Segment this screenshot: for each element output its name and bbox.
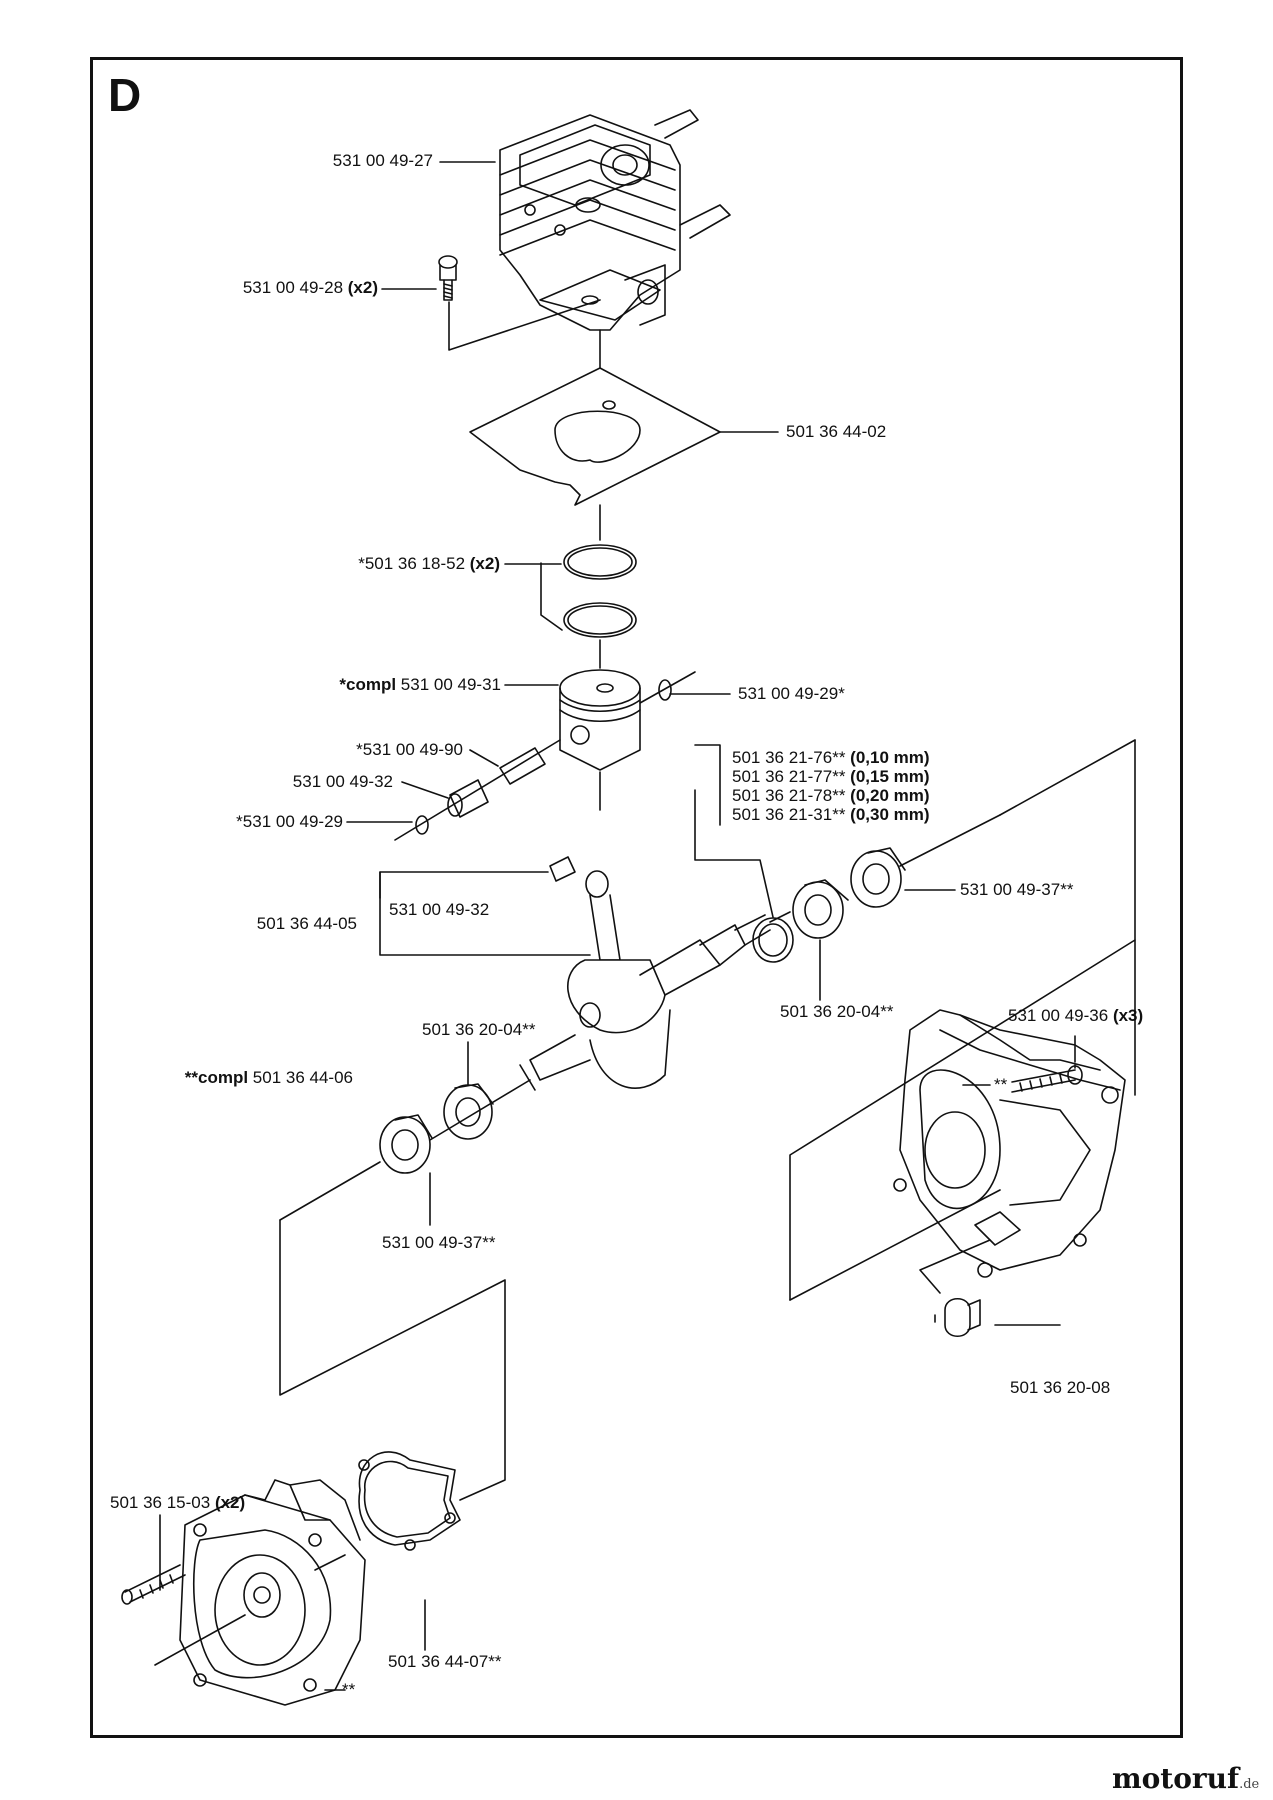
label-bearing-left: 501 36 20-04** <box>422 1020 536 1039</box>
diagram-frame <box>90 57 1183 1738</box>
label-crankcase-star: ** <box>994 1075 1008 1094</box>
label-piston-complete: *compl 531 00 49-31 <box>339 675 501 694</box>
label-seal-left: 531 00 49-37** <box>382 1233 496 1252</box>
watermark-logo: motoruf.de <box>1112 1762 1260 1795</box>
label-conrod-bearing: 531 00 49-32 <box>389 900 490 919</box>
label-circlip-right: 531 00 49-29* <box>738 684 845 703</box>
label-studs: 501 36 15-03 (x2) <box>110 1493 246 1512</box>
label-shim-020: 501 36 21-78** (0,20 mm) <box>732 786 930 805</box>
clutch-cover-drawing <box>179 1479 366 1706</box>
label-shim-010: 501 36 21-76** (0,10 mm) <box>732 748 930 767</box>
label-cylinder-gasket: 501 36 44-02 <box>786 422 887 441</box>
crankcase-drawing <box>893 1009 1126 1278</box>
crankshaft-drawing <box>519 870 771 1091</box>
label-needle-bearing: 531 00 49-32 <box>292 772 393 791</box>
label-crankcase-screws: 531 00 49-36 (x3) <box>1008 1006 1144 1025</box>
section-letter: D <box>108 69 142 121</box>
label-cylinder-screw: 531 00 49-28 (x2) <box>242 278 378 297</box>
cylinder-drawing <box>499 109 731 331</box>
label-piston-rings: *501 36 18-52 (x2) <box>358 554 500 573</box>
label-crankshaft: 501 36 44-05 <box>256 914 357 933</box>
label-circlip-left: *531 00 49-29 <box>236 812 343 831</box>
label-crankcase-gasket: 501 36 44-07** <box>388 1652 502 1671</box>
label-cylinder: 531 00 49-27 <box>332 151 433 170</box>
label-crankcase-complete: **compl 501 36 44-06 <box>184 1068 353 1087</box>
label-shim-030: 501 36 21-31** (0,30 mm) <box>732 805 930 824</box>
label-seal-right: 531 00 49-37** <box>960 880 1074 899</box>
label-shim-015: 501 36 21-77** (0,15 mm) <box>732 767 930 786</box>
label-piston-pin: *531 00 49-90 <box>356 740 463 759</box>
label-bearing-right: 501 36 20-04** <box>780 1002 894 1021</box>
cylinder-screw-drawing <box>438 255 458 301</box>
label-cover-star: ** <box>342 1680 356 1699</box>
label-plug: 501 36 20-08 <box>1010 1378 1111 1397</box>
